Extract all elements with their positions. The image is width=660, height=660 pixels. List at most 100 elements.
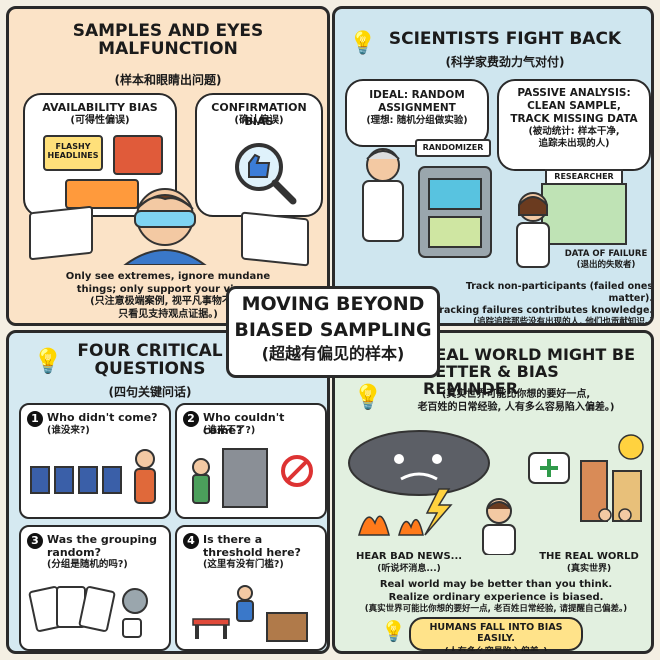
panel-scientists: 💡 SCIENTISTS FIGHT BACK (科学家费劲力气对付) IDEA… xyxy=(332,6,654,326)
empty-chairs-icon xyxy=(30,449,156,504)
panel-samples-eyes: SAMPLES AND EYES MALFUNCTION (样本和眼睛出问题) … xyxy=(6,6,330,326)
ideal-cn: (理想: 随机分组做实验) xyxy=(366,115,468,127)
real-world-label: THE REAL WORLD (真实世界) xyxy=(531,551,647,575)
researcher-woman-icon xyxy=(516,192,550,268)
flashy-label-1: FLASHY xyxy=(55,142,91,151)
panel1-caption: Only see extremes, ignore mundane things… xyxy=(9,271,327,321)
lightbulb-icon: 💡 xyxy=(381,619,406,643)
ideal-line1: IDEAL: RANDOM xyxy=(369,89,465,101)
panel2-title-cn: (科学家费劲力气对付) xyxy=(445,55,565,69)
boy-with-goggles-icon xyxy=(123,188,207,265)
panel-real-world: REAL WORLD MIGHT BE BETTER & BIAS REMIND… xyxy=(332,330,654,654)
question-card-4: 4 Is there a threshold here? (这里有没有门槛?) xyxy=(175,525,327,651)
bias-reminder-cn: (人有多么容易陷入偏差。) xyxy=(444,647,548,654)
question-4-text: Is there a threshold here? xyxy=(203,533,301,560)
storm-cloud-fire-icon xyxy=(348,430,490,536)
real-world-cn: (真实世界) xyxy=(566,563,612,574)
magnifier-thumbs-up-icon xyxy=(235,143,297,205)
availability-title: AVAILABILITY BIAS xyxy=(42,101,158,114)
ideal-bubble: IDEAL: RANDOM ASSIGNMENT (理想: 随机分组做实验) xyxy=(345,79,489,147)
panel-four-questions: 💡 FOUR CRITICAL QUESTIONS (四句关键问话) 1 Who… xyxy=(6,330,330,654)
question-4-cn: (这里有没有门槛?) xyxy=(203,559,284,570)
real-world-en: THE REAL WORLD xyxy=(539,551,639,562)
center-title-box: MOVING BEYOND BIASED SAMPLING (超越有偏见的样本) xyxy=(226,286,440,378)
panel2-caption-line2: Tracking failures contributes knowledge. xyxy=(433,304,653,316)
bias-reminder-pill: HUMANS FALL INTO BIAS EASILY. (人有多么容易陷入偏… xyxy=(409,617,583,651)
panel1-caption-line1: Only see extremes, ignore mundane xyxy=(65,271,271,282)
passive-line2: CLEAN SAMPLE, xyxy=(527,100,621,113)
panel4-title-cn1: (真实世界可能比你想的要好一点, xyxy=(441,389,591,400)
wall-no-entry-icon xyxy=(192,448,313,508)
passive-bubble: PASSIVE ANALYSIS: CLEAN SAMPLE, TRACK MI… xyxy=(497,79,651,171)
flashy-label-2: HEADLINES xyxy=(47,150,99,160)
panel1-title: SAMPLES AND EYES MALFUNCTION xyxy=(9,21,327,59)
question-number-4: 4 xyxy=(183,533,199,549)
ideal-line2: ASSIGNMENT xyxy=(378,102,456,115)
panel2-caption-line1: Track non-participants (failed ones matt… xyxy=(465,281,653,304)
panel4-title: REAL WORLD MIGHT BE BETTER & BIAS REMIND… xyxy=(423,345,649,398)
passive-cn1: (被动统计: 样本干净, xyxy=(528,126,620,138)
panel4-caption: Real world may be better than you think.… xyxy=(341,579,651,615)
passive-cn2: 追踪未出现的人) xyxy=(538,138,610,150)
hologram-screen-right xyxy=(241,211,309,267)
panel3-title: FOUR CRITICAL QUESTIONS xyxy=(65,341,235,379)
panel4-caption-line1: Real world may be better than you think. xyxy=(379,579,613,590)
panel4-title-cn2: 老百姓的日常经验, 人有多么容易陷入偏差。) xyxy=(417,401,615,413)
panel1-title-line1: SAMPLES AND EYES xyxy=(72,21,264,41)
bad-news-cn: (听说坏消息...) xyxy=(377,563,441,574)
question-1-cn: (谁没来?) xyxy=(47,425,90,436)
question-3-text: Was the grouping random? xyxy=(47,533,157,560)
question-card-1: 1 Who didn't come? (谁没来?) xyxy=(19,403,171,519)
bias-reminder-en: HUMANS FALL INTO BIAS EASILY. xyxy=(429,622,563,644)
center-title-cn: (超越有偏见的样本) xyxy=(261,344,405,364)
cards-gears-icon xyxy=(28,586,148,638)
panel1-title-cn: (样本和眼睛出问题) xyxy=(114,73,222,87)
question-2-text: Who couldn't come? xyxy=(203,411,285,438)
panel4-title-line1: REAL WORLD MIGHT BE xyxy=(423,345,636,364)
lightbulb-icon: 💡 xyxy=(353,383,383,411)
scientist-randomizer-icon xyxy=(362,148,492,258)
failure-label-cn: (退出的失败者) xyxy=(576,259,636,270)
confirmation-title: CONFIRMATION BIAS xyxy=(211,101,307,128)
explosion-screen-icon xyxy=(113,135,163,175)
failure-label: DATA OF FAILURE (退出的失败者) xyxy=(561,249,651,270)
panel2-caption: Track non-participants (failed ones matt… xyxy=(431,281,653,326)
question-1-text: Who didn't come? xyxy=(47,411,158,424)
hologram-screen-left xyxy=(29,205,93,261)
confirmation-bubble: CONFIRMATION BIAS (确认偏误) xyxy=(195,93,323,217)
center-title-line1: MOVING BEYOND xyxy=(241,293,425,315)
panel4-caption-line2: Realize ordinary experience is biased. xyxy=(388,591,604,603)
panel1-title-line2: MALFUNCTION xyxy=(98,38,238,59)
panel2-caption-cn: (追踪追踪那些没有出现的人, 他们也贡献知识。) xyxy=(473,316,653,326)
panel3-title-cn: (四句关键问话) xyxy=(108,385,192,399)
ideal-title: IDEAL: RANDOM ASSIGNMENT (理想: 随机分组做实验) xyxy=(347,89,487,127)
flashy-headlines-screen: FLASHY HEADLINES xyxy=(43,135,103,171)
randomizer-label: RANDOMIZER xyxy=(415,139,491,157)
panel4-caption-cn: (真实世界可能比你想的要好一点, 老百姓日常经验, 请提醒自己偏差。) xyxy=(364,604,628,614)
failure-label-en: DATA OF FAILURE xyxy=(564,249,648,259)
confirmation-cn: (确认偏误) xyxy=(234,115,284,126)
question-number-3: 3 xyxy=(27,533,43,549)
question-number-2: 2 xyxy=(183,411,199,427)
panel1-caption-cn1: (只注意极端案例, 视平凡事物不见; xyxy=(90,296,246,307)
passive-line3: TRACK MISSING DATA xyxy=(510,113,638,126)
panel1-caption-line2: things; only support your views. xyxy=(76,283,260,295)
panel2-title: SCIENTISTS FIGHT BACK xyxy=(388,29,622,49)
availability-cn: (可得性偏误) xyxy=(70,115,130,126)
panel1-caption-cn2: 只看见支持观点证据。) xyxy=(118,308,218,320)
panel3-title-line1: FOUR CRITICAL xyxy=(77,341,223,361)
question-number-1: 1 xyxy=(27,411,43,427)
panel4-title-cn: (真实世界可能比你想的要好一点, 老百姓的日常经验, 人有多么容易陷入偏差。) xyxy=(383,389,649,414)
passive-title: PASSIVE ANALYSIS: CLEAN SAMPLE, TRACK MI… xyxy=(499,87,649,150)
news-screen-icon xyxy=(65,179,139,209)
doctor-pointing-icon xyxy=(482,498,516,555)
hurdles-runners-icon xyxy=(192,585,308,642)
bad-news-en: HEAR BAD NEWS... xyxy=(355,551,463,562)
panel3-title-line2: QUESTIONS xyxy=(94,358,206,379)
question-2-cn: (谁来不了?) xyxy=(203,425,256,436)
panel4-title-line2: BETTER & BIAS REMINDER xyxy=(423,361,559,398)
question-3-cn: (分组是随机的吗?) xyxy=(47,559,128,570)
question-card-3: 3 Was the grouping random? (分组是随机的吗?) xyxy=(19,525,171,651)
passive-line1: PASSIVE ANALYSIS: xyxy=(517,87,631,99)
